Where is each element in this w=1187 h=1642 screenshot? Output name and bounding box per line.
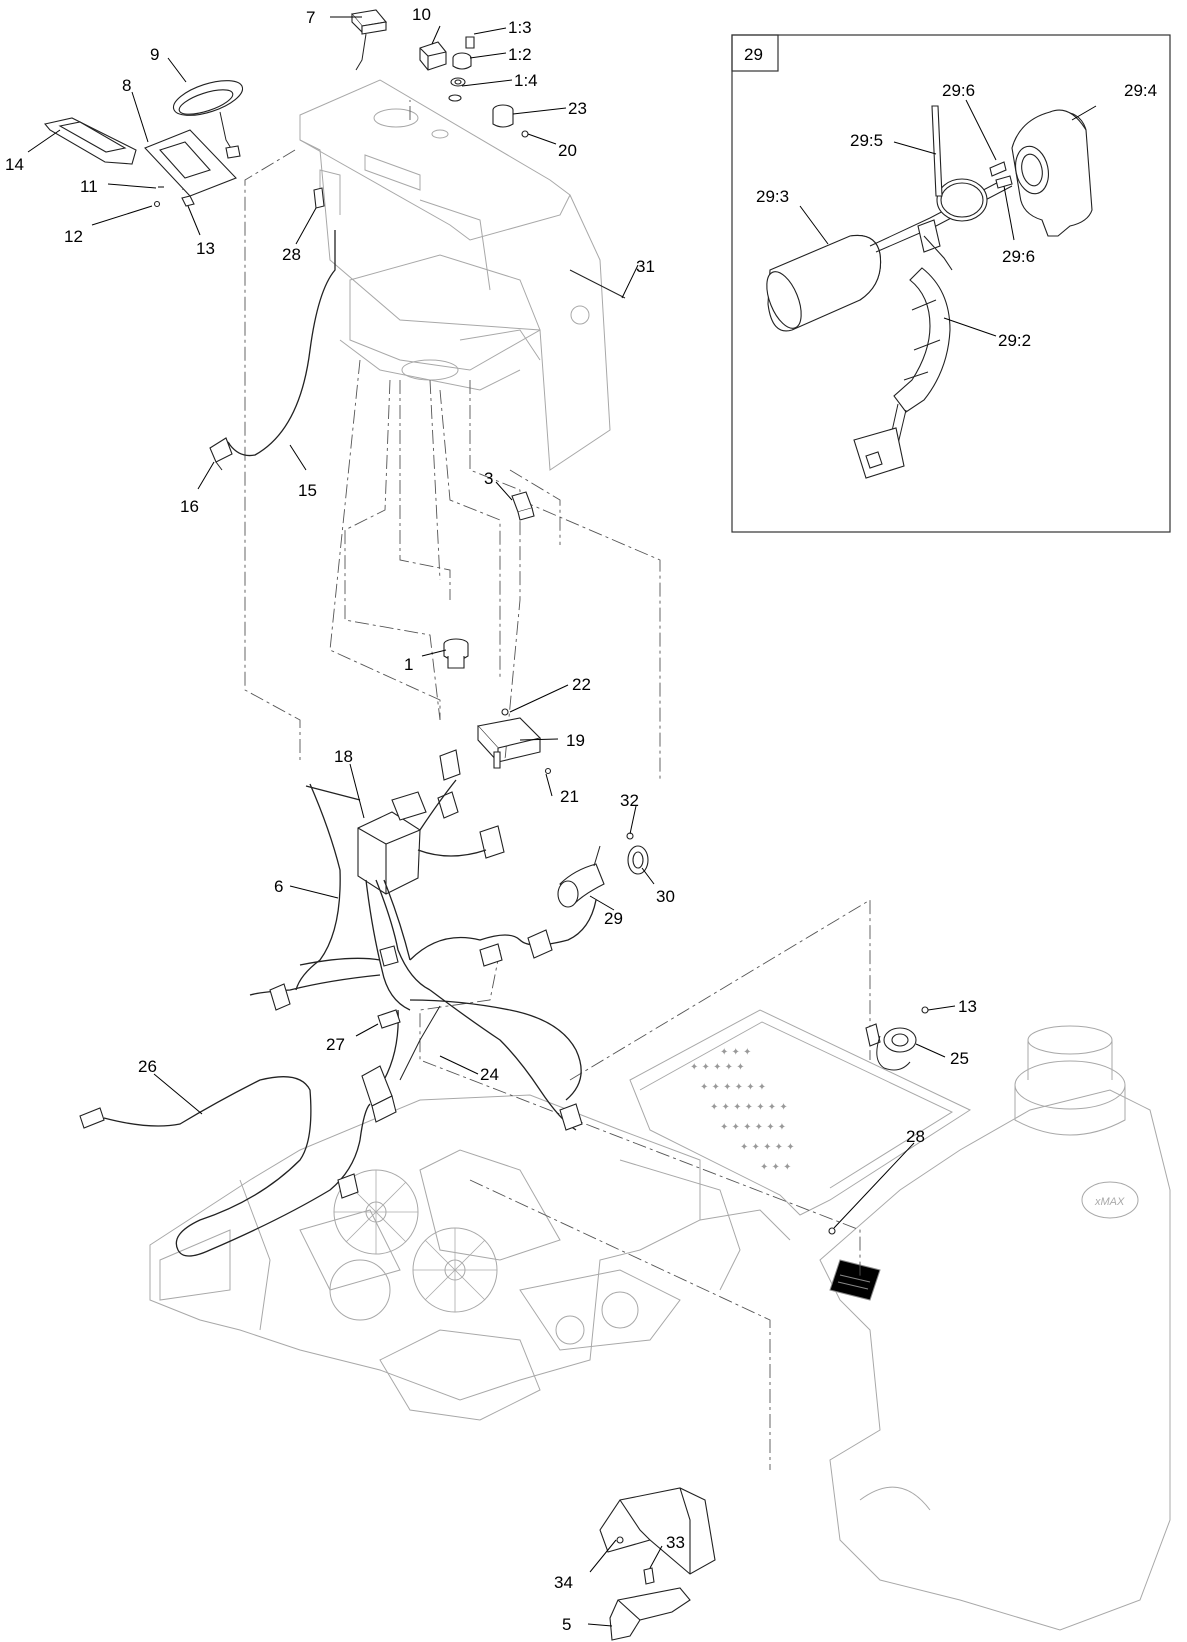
- callout-25: 25: [950, 1049, 969, 1068]
- part-20-bolt: [521, 130, 529, 138]
- callout-8: 8: [122, 76, 131, 95]
- callout-11: 11: [80, 177, 98, 196]
- svg-text:✦ ✦ ✦: ✦ ✦ ✦: [760, 1162, 792, 1173]
- callout-28-upper: 28: [282, 245, 301, 264]
- callout-20: 20: [558, 141, 577, 160]
- part-6-wire-harness: [249, 779, 597, 1131]
- svg-text:xMAX: xMAX: [1094, 1196, 1125, 1208]
- part-9-hour-meter: [172, 80, 244, 159]
- inset-callout-29-4: 29:4: [1124, 81, 1157, 100]
- svg-text:✦ ✦ ✦: ✦ ✦ ✦: [720, 1047, 752, 1058]
- callout-18: 18: [334, 747, 353, 766]
- callout-27: 27: [326, 1035, 345, 1054]
- chassis-frame: [149, 1094, 791, 1421]
- part-30-clamp: [626, 832, 649, 875]
- part-18-module: [357, 749, 505, 895]
- svg-text:✦ ✦ ✦ ✦ ✦: ✦ ✦ ✦ ✦ ✦: [690, 1062, 745, 1073]
- part-34-cover: [599, 1487, 716, 1575]
- inset-label: 29: [744, 45, 763, 64]
- inset-callout-29-6-bottom: 29:6: [1002, 247, 1035, 266]
- inset-callout-29-2: 29:2: [998, 331, 1031, 350]
- assembly-lines: [179, 100, 871, 1470]
- callout-labels: 7 10 1:3 1:2 1:4 9 8 23 20 14 11 12 13 2…: [5, 5, 977, 1634]
- callout-7: 7: [306, 8, 315, 27]
- inset-callout-29-6-top: 29:6: [942, 81, 975, 100]
- callout-22: 22: [572, 675, 591, 694]
- inset-callout-29-3: 29:3: [756, 187, 789, 206]
- part-11-12-13-hardware: [153, 186, 195, 208]
- callout-1-2: 1:2: [508, 45, 532, 64]
- part-3-clip: [511, 491, 535, 521]
- callout-12: 12: [64, 227, 83, 246]
- part-1-sensor: [443, 638, 469, 669]
- callout-31: 31: [636, 257, 655, 276]
- part-7-switch: [350, 9, 388, 71]
- part-8-bracket: [144, 129, 237, 197]
- control-console: [299, 79, 611, 471]
- part-28-lower-clip: [828, 1227, 836, 1235]
- callout-16: 16: [180, 497, 199, 516]
- part-23-cap: [492, 104, 514, 128]
- part-1-hardware: [448, 36, 475, 102]
- callout-24: 24: [480, 1065, 499, 1084]
- callout-32: 32: [620, 791, 639, 810]
- floor-plate: ✦ ✦ ✦ ✦ ✦ ✦ ✦ ✦ ✦ ✦ ✦ ✦ ✦ ✦ ✦ ✦ ✦ ✦ ✦ ✦ …: [629, 1009, 972, 1216]
- part-33-fastener: [643, 1567, 655, 1585]
- callout-10: 10: [412, 5, 431, 24]
- svg-text:✦ ✦ ✦ ✦ ✦ ✦ ✦: ✦ ✦ ✦ ✦ ✦ ✦ ✦: [710, 1102, 788, 1113]
- callout-34: 34: [554, 1573, 573, 1592]
- callout-6: 6: [274, 877, 283, 896]
- callout-15: 15: [298, 481, 317, 500]
- part-26-cable: [79, 1076, 371, 1257]
- inset-callout-29-5: 29:5: [850, 131, 883, 150]
- part-29-sensor: [557, 845, 605, 908]
- svg-text:✦ ✦ ✦ ✦ ✦ ✦: ✦ ✦ ✦ ✦ ✦ ✦: [700, 1082, 766, 1093]
- callout-5: 5: [562, 1615, 571, 1634]
- callout-30: 30: [656, 887, 675, 906]
- fuel-tank-body: xMAX: [819, 1025, 1171, 1631]
- part-19-relay: [476, 708, 552, 775]
- part-27-bracket: [377, 1009, 401, 1029]
- leader-lines: [27, 16, 956, 1627]
- svg-text:✦ ✦ ✦ ✦ ✦: ✦ ✦ ✦ ✦ ✦: [740, 1142, 795, 1153]
- callout-1: 1: [404, 655, 413, 674]
- callout-14: 14: [5, 155, 24, 174]
- part-25-seat-switch: [865, 1006, 929, 1071]
- callout-1-4: 1:4: [514, 71, 538, 90]
- callout-26: 26: [138, 1057, 157, 1076]
- detail-inset-29: 29 29:6: [731, 34, 1171, 533]
- callout-19: 19: [566, 731, 585, 750]
- callout-29: 29: [604, 909, 623, 928]
- callout-33: 33: [666, 1533, 685, 1552]
- callout-21: 21: [560, 787, 579, 806]
- part-28-clip: [313, 187, 325, 209]
- part-5-bracket: [609, 1587, 691, 1641]
- callout-3: 3: [484, 469, 493, 488]
- callout-13-upper: 13: [196, 239, 215, 258]
- svg-text:✦ ✦ ✦ ✦ ✦ ✦: ✦ ✦ ✦ ✦ ✦ ✦: [720, 1122, 786, 1133]
- part-14-cover: [43, 117, 137, 165]
- callout-1-3: 1:3: [508, 18, 532, 37]
- part-31-screw: [569, 269, 626, 299]
- part-10-knob: [419, 41, 447, 71]
- callout-28-lower: 28: [906, 1127, 925, 1146]
- callout-23: 23: [568, 99, 587, 118]
- part-15-cable: [209, 230, 336, 471]
- callout-13-lower: 13: [958, 997, 977, 1016]
- callout-9: 9: [150, 45, 159, 64]
